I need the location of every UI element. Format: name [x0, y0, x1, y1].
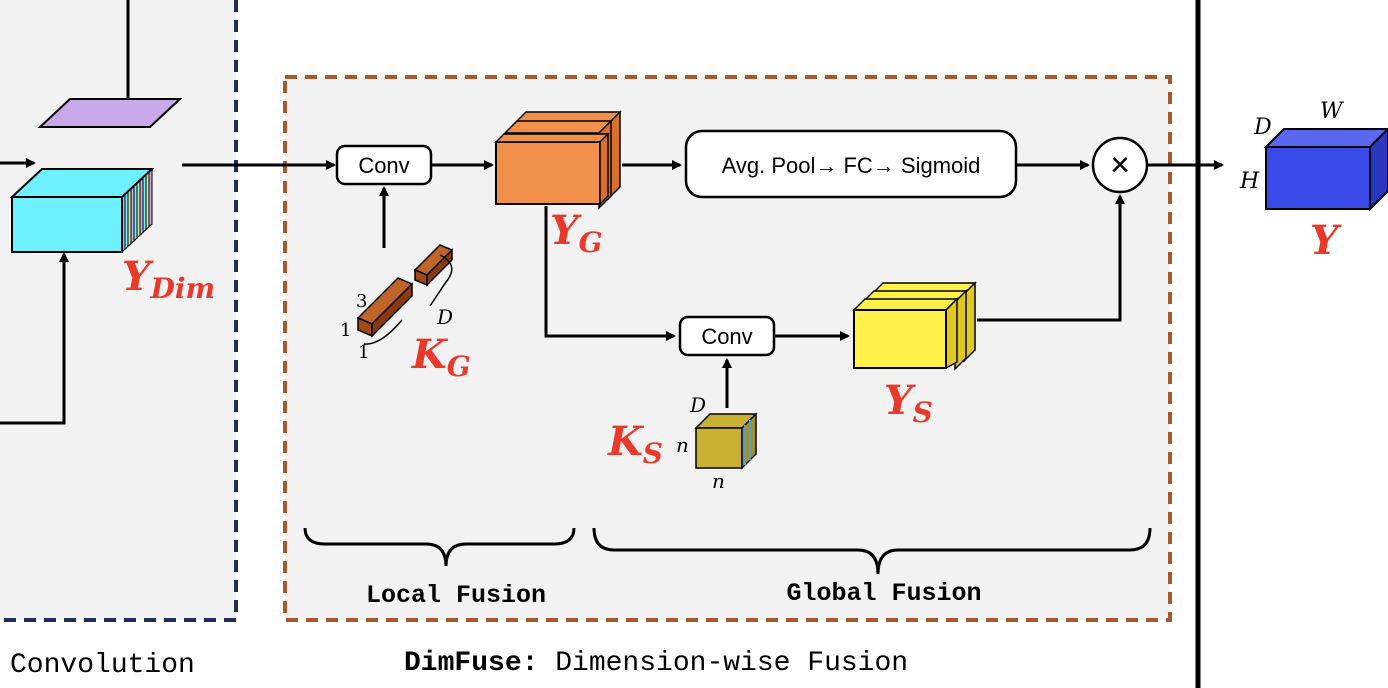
k-g-label: KG	[411, 331, 471, 383]
kg-dim-one-a: 1	[340, 320, 351, 341]
k-s-label: KS	[607, 418, 663, 470]
kernel-g	[356, 244, 454, 345]
y-dim-label: YDim	[122, 253, 215, 305]
y-dim-stripe	[148, 167, 153, 228]
y-dim-block	[9, 98, 183, 254]
svg-text:Conv: Conv	[358, 153, 409, 178]
ks-dim-n-bottom: n	[712, 469, 725, 493]
ks-dim-n-left: n	[676, 433, 689, 457]
y-s-label: YS	[884, 377, 933, 429]
kg-dim-three: 3	[356, 291, 367, 312]
local-fusion-label: Local Fusion	[366, 581, 546, 610]
multiply-node: ×	[1091, 136, 1149, 194]
output-dim-w: W	[1320, 99, 1345, 124]
output-dim-d: D	[1253, 115, 1272, 140]
ks-dim-d: D	[689, 393, 706, 417]
brace-local	[303, 527, 576, 567]
output-y-block	[1263, 127, 1388, 212]
conv-local-box: Conv	[335, 144, 433, 186]
brace-global	[592, 527, 1152, 575]
convolution-caption: Convolution	[10, 650, 195, 681]
y-g-block	[494, 110, 622, 210]
global-fusion-label: Global Fusion	[786, 579, 981, 608]
svg-text:Conv: Conv	[701, 324, 752, 349]
arrow-yg-to-conv-global	[544, 206, 676, 341]
convolution-panel	[0, 0, 238, 622]
svg-text:×: ×	[1110, 146, 1130, 184]
y-g-label: YG	[550, 207, 602, 259]
kg-dim-d: D	[436, 305, 453, 329]
arrow-bottom-input	[0, 252, 69, 425]
dimfuse-caption: DimFuse: Dimension-wise Fusion	[404, 648, 908, 679]
svg-text:Avg. Pool→ FC→ Sigmoid: Avg. Pool→ FC→ Sigmoid	[722, 153, 981, 178]
conv-global-box: Conv	[678, 315, 776, 357]
y-s-block	[852, 281, 977, 371]
kernel-s	[694, 412, 758, 470]
output-y-label: Y	[1310, 217, 1342, 264]
pool-fc-sigmoid-box: Avg. Pool→ FC→ Sigmoid	[684, 129, 1018, 199]
output-dim-h: H	[1239, 169, 1260, 194]
arrow-ys-to-multiply	[977, 194, 1125, 322]
kg-dim-one-b: 1	[358, 342, 369, 363]
